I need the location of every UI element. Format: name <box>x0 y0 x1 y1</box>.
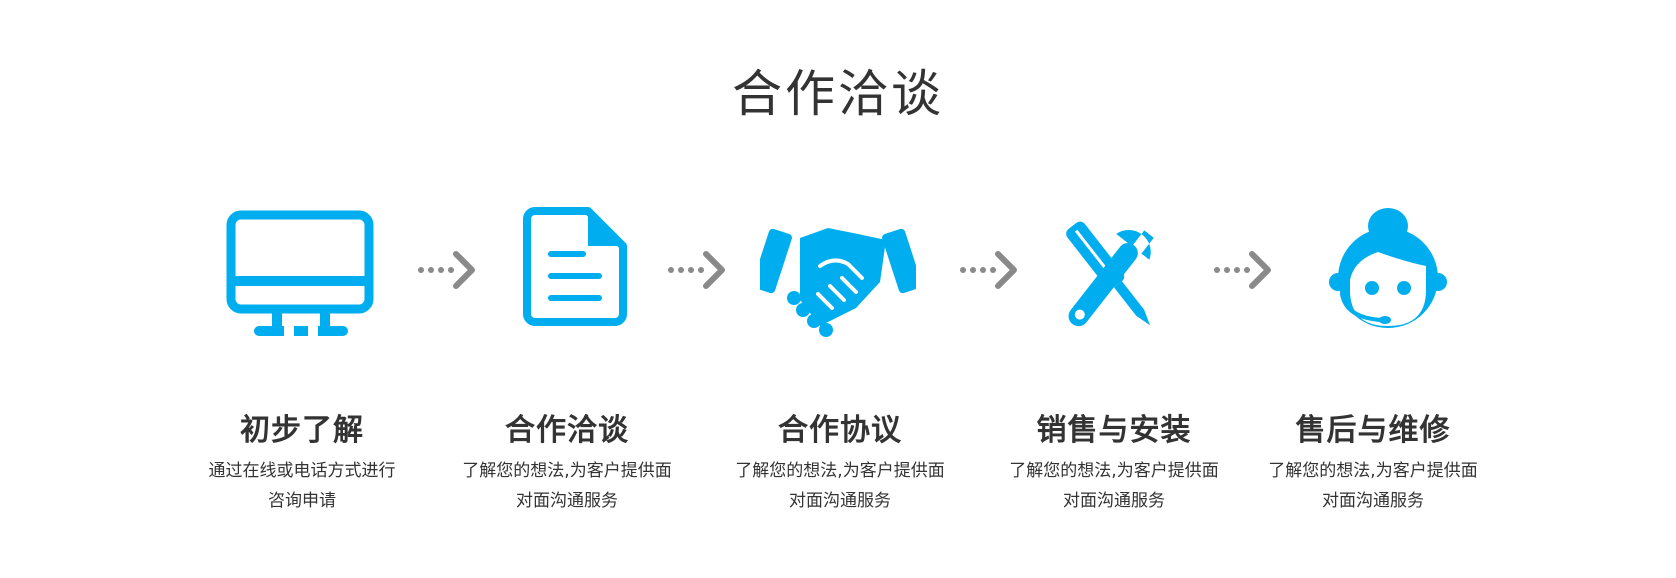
step-description: 通过在线或电话方式进行 咨询申请 <box>172 456 432 516</box>
page-title: 合作洽谈 <box>732 65 944 123</box>
step-description: 了解您的想法,为客户提供面 对面沟通服务 <box>710 456 970 516</box>
step-description-line: 了解您的想法,为客户提供面 <box>462 461 672 481</box>
step-title: 合作洽谈 <box>505 413 629 448</box>
step-title: 初步了解 <box>240 413 364 448</box>
step-description-line: 了解您的想法,为客户提供面 <box>1268 461 1478 481</box>
step-title: 售后与维修 <box>1295 413 1451 448</box>
step-description-line: 对面沟通服务 <box>516 491 618 511</box>
customer-service-icon <box>1328 200 1448 350</box>
step-description-line: 对面沟通服务 <box>789 491 891 511</box>
step-description: 了解您的想法,为客户提供面 对面沟通服务 <box>1243 456 1503 516</box>
step-description: 了解您的想法,为客户提供面 对面沟通服务 <box>437 456 697 516</box>
step-description: 了解您的想法,为客户提供面 对面沟通服务 <box>984 456 1244 516</box>
arrow-right-icon <box>418 249 480 291</box>
arrow-right-icon <box>1214 249 1276 291</box>
document-icon <box>522 200 632 350</box>
step-description-line: 了解您的想法,为客户提供面 <box>1009 461 1219 481</box>
handshake-icon <box>760 200 916 350</box>
step-title: 销售与安装 <box>1036 413 1192 448</box>
monitor-icon <box>226 200 378 350</box>
step-title: 合作协议 <box>778 413 902 448</box>
arrow-right-icon <box>960 249 1022 291</box>
tools-icon <box>1056 200 1168 350</box>
arrow-right-icon <box>668 249 730 291</box>
step-description-line: 了解您的想法,为客户提供面 <box>735 461 945 481</box>
step-description-line: 咨询申请 <box>268 491 336 511</box>
step-description-line: 对面沟通服务 <box>1322 491 1424 511</box>
step-description-line: 对面沟通服务 <box>1063 491 1165 511</box>
step-description-line: 通过在线或电话方式进行 <box>208 461 396 481</box>
